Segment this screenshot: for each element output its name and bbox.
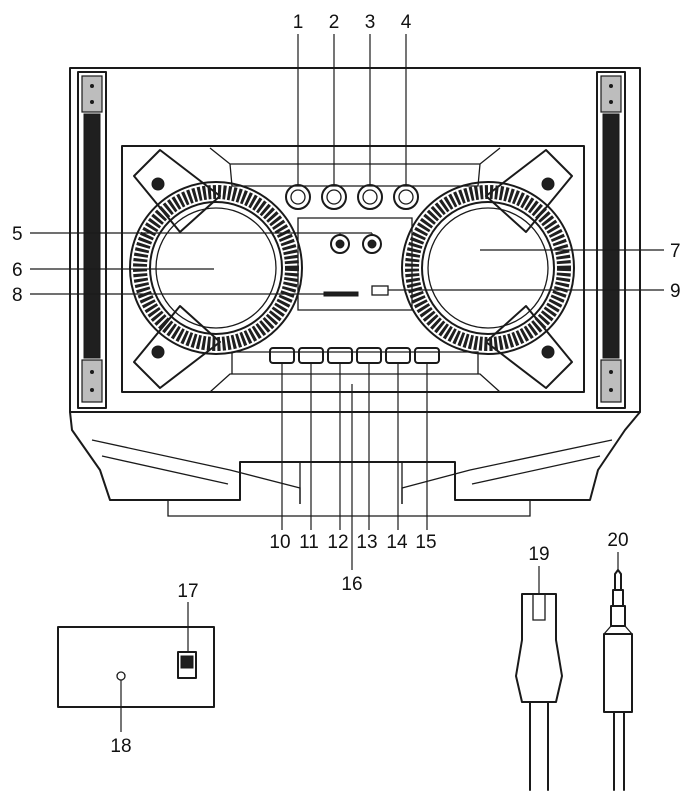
callout-15: 15: [415, 532, 436, 553]
rear-panel: [57, 602, 215, 732]
callout-4: 4: [401, 12, 412, 33]
button-11: [298, 347, 324, 364]
left-speaker-woofer: [129, 181, 303, 355]
audio-cable: [603, 552, 633, 791]
screw-bl: [151, 345, 165, 359]
panel-top-recess: [209, 147, 501, 187]
callout-13: 13: [356, 532, 377, 553]
left-handle: [77, 71, 107, 409]
callout-6: 6: [12, 260, 23, 281]
knob-2: [321, 184, 347, 210]
button-10: [269, 347, 295, 364]
panel-bottom-recess: [209, 351, 501, 393]
callout-20: 20: [607, 530, 628, 551]
knob-3: [357, 184, 383, 210]
power-cord: [515, 566, 563, 791]
button-14: [385, 347, 411, 364]
button-15: [414, 347, 440, 364]
callout-17: 17: [177, 581, 198, 602]
button-13: [356, 347, 382, 364]
callout-11: 11: [299, 532, 319, 553]
corner-bracket-br: [485, 305, 573, 389]
cabinet-base: [69, 411, 641, 501]
right-handle: [596, 71, 626, 409]
callout-18: 18: [110, 736, 131, 757]
callout-labels: 1 2 3 4 5 6 7 8 9 10 11 12 13 14 15 16 1…: [12, 12, 681, 757]
right-speaker-woofer: [401, 181, 575, 355]
callout-8: 8: [12, 285, 23, 306]
button-12: [327, 347, 353, 364]
usb-port: [371, 285, 389, 296]
callout-2: 2: [329, 12, 340, 33]
rear-hole: [116, 671, 126, 681]
front-buttons: [269, 347, 440, 364]
callout-9: 9: [670, 281, 681, 302]
base-bottom-plate: [167, 500, 531, 517]
callout-19: 19: [528, 544, 549, 565]
base-center-notch: [299, 462, 403, 504]
leader-lines: [30, 34, 664, 570]
callout-14: 14: [386, 532, 408, 553]
power-switch: [177, 651, 197, 679]
callout-7: 7: [670, 241, 681, 262]
callout-16: 16: [341, 574, 362, 595]
callout-10: 10: [269, 532, 290, 553]
base-right-wing: [401, 439, 613, 504]
base-left-wing: [91, 439, 301, 504]
callout-5: 5: [12, 224, 23, 245]
callout-12: 12: [327, 532, 348, 553]
screw-tl: [151, 177, 165, 191]
callout-3: 3: [365, 12, 376, 33]
speaker-unit: [69, 67, 641, 517]
knob-4: [393, 184, 419, 210]
screw-br: [541, 345, 555, 359]
top-knobs: [285, 184, 419, 210]
knob-1: [285, 184, 311, 210]
card-slot: [323, 291, 359, 297]
callout-1: 1: [293, 12, 304, 33]
screw-tr: [541, 177, 555, 191]
